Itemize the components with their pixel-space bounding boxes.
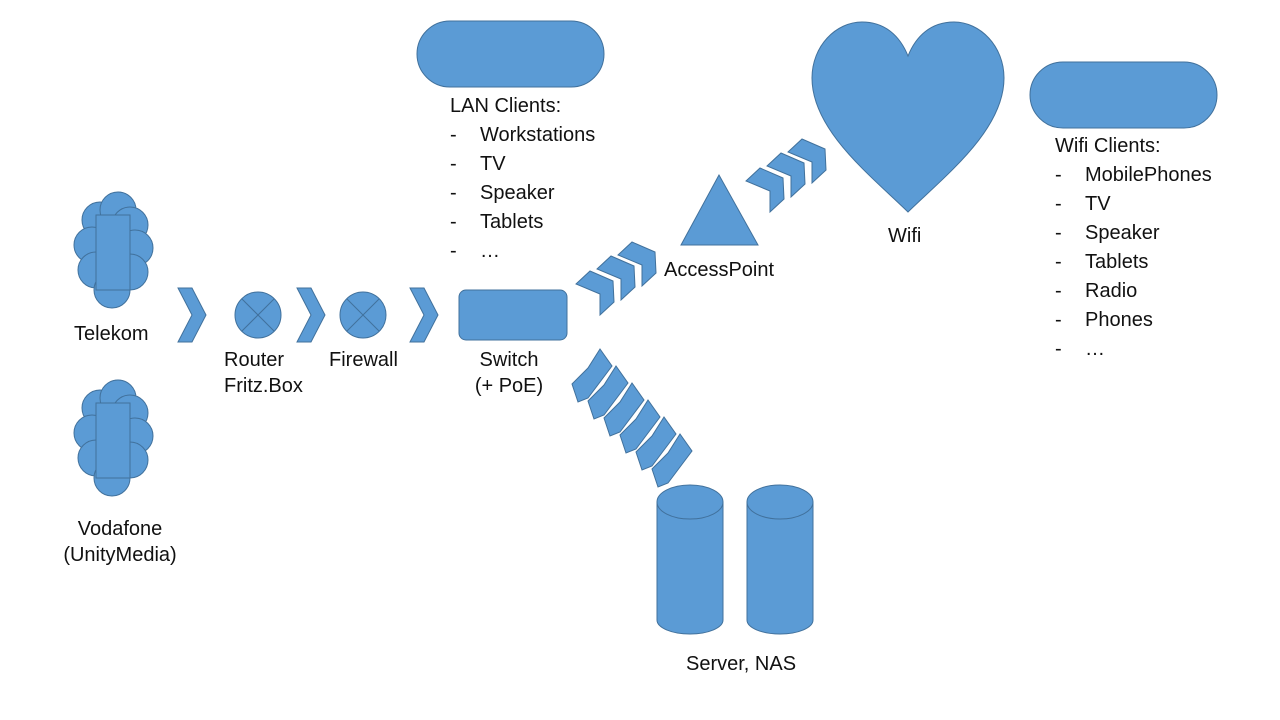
chevron-arrow-icon	[296, 287, 326, 343]
router-crossed-circle-icon	[234, 291, 282, 339]
chevron-arrow-icon	[177, 287, 207, 343]
wifi-heart-icon	[811, 21, 1005, 213]
telekom-label-text: Telekom	[74, 323, 149, 345]
lan-clients-title: LAN Clients:	[450, 95, 562, 117]
switch-label-line1: Switch	[479, 349, 539, 371]
wifi-client-item: Speaker	[1055, 219, 1212, 248]
accesspoint-label: AccessPoint	[664, 257, 774, 283]
vodafone-label-line2: (UnityMedia)	[63, 544, 177, 566]
server-nas-label-text: Server, NAS	[686, 653, 797, 675]
wifi-client-item: MobilePhones	[1055, 161, 1212, 190]
lan-client-item: Workstations	[450, 121, 595, 150]
switch-label-line2: (+ PoE)	[474, 375, 544, 397]
switch-to-storage-link	[571, 348, 693, 488]
firewall-label-text: Firewall	[329, 349, 398, 371]
accesspoint-to-wifi-link	[745, 138, 827, 214]
vodafone-cloud-icon	[73, 379, 154, 497]
wifi-clients-title: Wifi Clients:	[1055, 135, 1161, 157]
vodafone-label-line1: Vodafone	[77, 518, 163, 540]
telekom-label: Telekom	[74, 321, 148, 347]
router-label: Router Fritz.Box	[224, 347, 303, 399]
nas-cylinder-icon	[746, 484, 814, 635]
access-point-triangle-icon	[680, 173, 759, 246]
lan-clients-list: LAN Clients: Workstations TV Speaker Tab…	[450, 92, 595, 266]
firewall-label: Firewall	[329, 347, 398, 373]
switch-rounded-rectangle-icon	[458, 289, 568, 341]
switch-label: Switch (+ PoE)	[455, 347, 563, 399]
lan-client-item: …	[450, 237, 595, 266]
accesspoint-label-text: AccessPoint	[664, 259, 775, 281]
lan-client-item: Speaker	[450, 179, 595, 208]
firewall-crossed-circle-icon	[339, 291, 387, 339]
wifi-clients-list: Wifi Clients: MobilePhones TV Speaker Ta…	[1055, 132, 1212, 364]
wifi-client-item: Radio	[1055, 277, 1212, 306]
telekom-cloud-icon	[73, 191, 154, 309]
switch-to-accesspoint-link	[575, 241, 657, 317]
wifi-client-item: Phones	[1055, 306, 1212, 335]
wifi-label-text: Wifi	[888, 225, 922, 247]
wifi-clients-pill-icon	[1029, 61, 1218, 129]
wifi-client-item: …	[1055, 335, 1212, 364]
chevron-arrow-icon	[409, 287, 439, 343]
wifi-client-item: TV	[1055, 190, 1212, 219]
lan-clients-pill-icon	[416, 20, 605, 88]
router-label-line1: Router	[224, 349, 285, 371]
wifi-label: Wifi	[888, 223, 921, 249]
wifi-client-item: Tablets	[1055, 248, 1212, 277]
vodafone-label: Vodafone (UnityMedia)	[50, 516, 190, 568]
server-cylinder-icon	[656, 484, 724, 635]
lan-client-item: TV	[450, 150, 595, 179]
lan-client-item: Tablets	[450, 208, 595, 237]
router-label-line2: Fritz.Box	[224, 375, 303, 397]
server-nas-label: Server, NAS	[686, 651, 796, 677]
